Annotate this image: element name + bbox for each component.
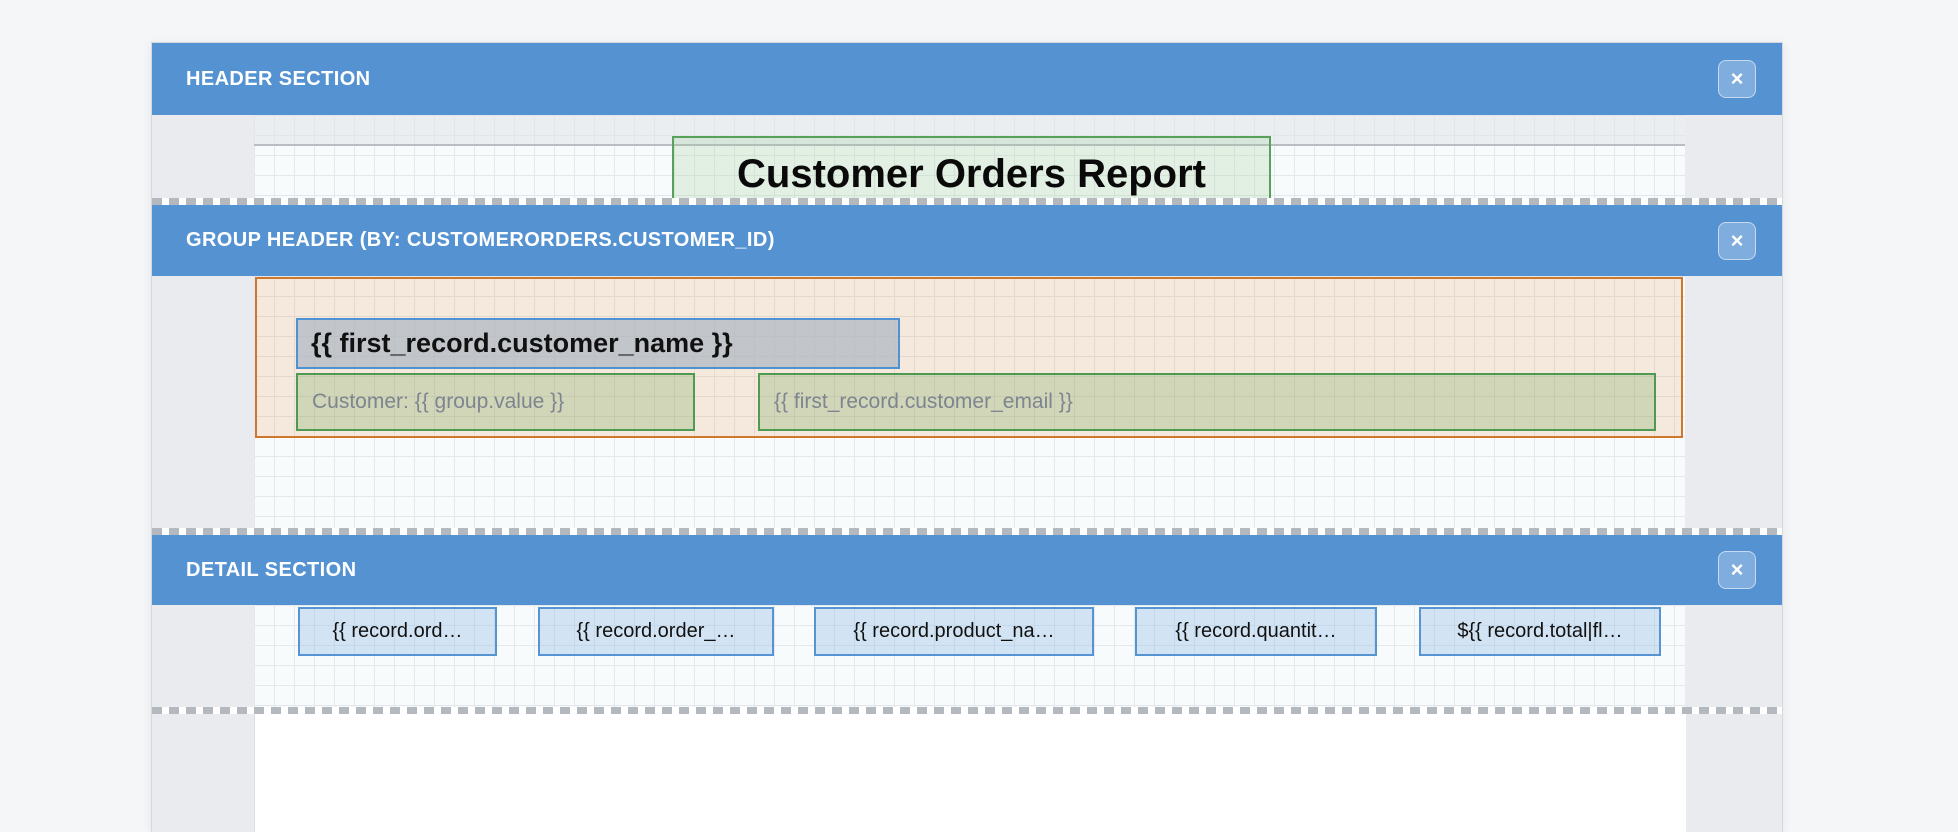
section-title-detail: DETAIL SECTION xyxy=(186,558,357,581)
detail-field-quantity[interactable]: {{ record.quantit… xyxy=(1135,607,1377,656)
section-resize-handle-detail[interactable] xyxy=(152,707,1782,714)
customer-email-field[interactable]: {{ first_record.customer_email }} xyxy=(758,373,1656,431)
detail-field-product-name[interactable]: {{ record.product_na… xyxy=(814,607,1094,656)
detail-field-order-id[interactable]: {{ record.ord… xyxy=(298,607,497,656)
detail-field-total[interactable]: ${{ record.total|fl… xyxy=(1419,607,1661,656)
section-resize-handle-header[interactable] xyxy=(152,198,1782,205)
customer-name-field[interactable]: {{ first_record.customer_name }} xyxy=(296,318,900,369)
section-bar-group-header[interactable]: GROUP HEADER (BY: CUSTOMERORDERS.CUSTOME… xyxy=(152,205,1782,276)
page-tail-area xyxy=(152,714,1782,832)
close-group-header-section-button[interactable]: × xyxy=(1718,221,1756,260)
section-resize-handle-group-header[interactable] xyxy=(152,528,1782,535)
header-band-content: Customer Orders Report xyxy=(152,115,1782,198)
section-title-group-header: GROUP HEADER (BY: CUSTOMERORDERS.CUSTOME… xyxy=(186,229,775,251)
close-header-section-button[interactable]: × xyxy=(1718,60,1756,98)
blank-page-area xyxy=(254,714,1686,832)
report-canvas-panel: HEADER SECTION × Customer Orders Report … xyxy=(151,42,1783,832)
page-top-margin xyxy=(254,115,1685,146)
close-detail-section-button[interactable]: × xyxy=(1718,551,1756,589)
detail-field-order-date[interactable]: {{ record.order_… xyxy=(538,607,774,656)
report-title-field[interactable]: Customer Orders Report xyxy=(672,136,1271,198)
group-header-band-content: {{ first_record.customer_name }} Custome… xyxy=(152,276,1782,528)
section-bar-header[interactable]: HEADER SECTION × xyxy=(152,43,1782,115)
detail-band-content: {{ record.ord… {{ record.order_… {{ reco… xyxy=(152,605,1782,707)
page-grid xyxy=(254,605,1685,707)
section-bar-detail[interactable]: DETAIL SECTION × xyxy=(152,535,1782,605)
section-title-header: HEADER SECTION xyxy=(186,67,371,90)
customer-label-field[interactable]: Customer: {{ group.value }} xyxy=(296,373,695,431)
